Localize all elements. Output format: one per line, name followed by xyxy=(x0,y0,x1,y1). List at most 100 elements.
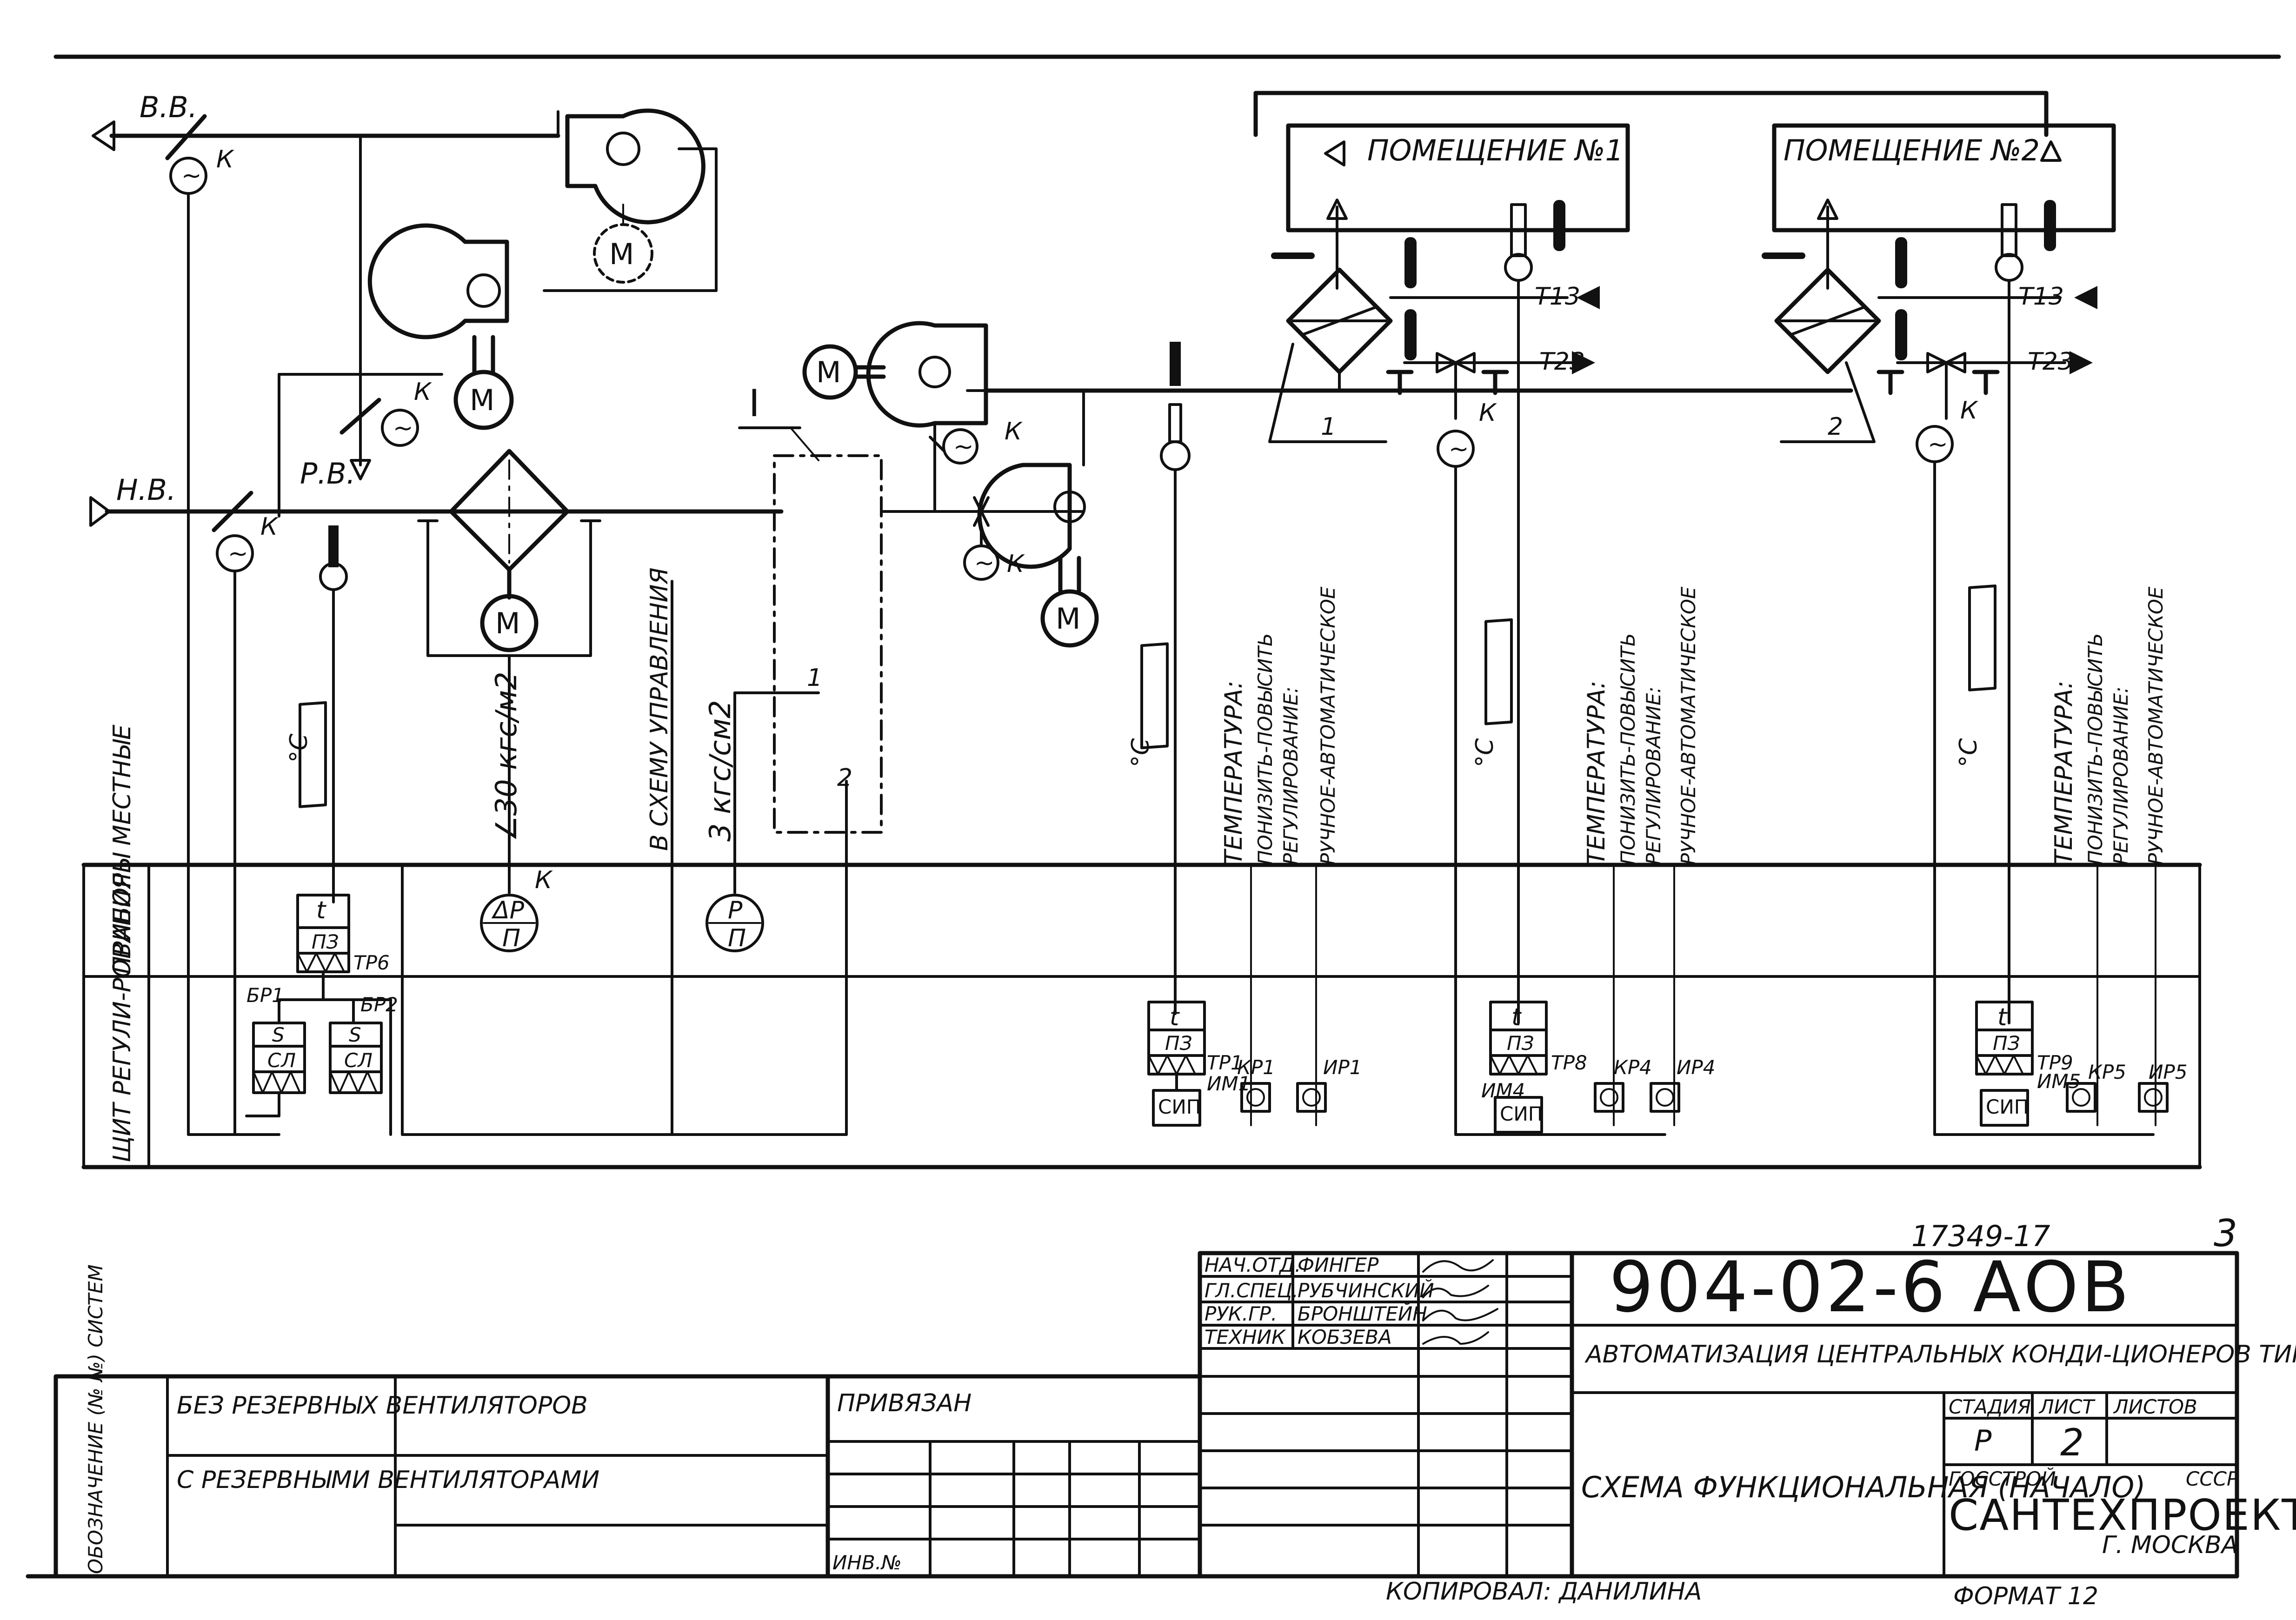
svg-text:БРОНШТЕЙН: БРОНШТЕЙН xyxy=(1298,1302,1427,1325)
svg-text:ПОНИЗИТЬ-ПОВЫСИТЬ: ПОНИЗИТЬ-ПОВЫСИТЬ xyxy=(2084,633,2107,865)
air-inlet-label: Н.В. xyxy=(116,473,176,507)
svg-text:I: I xyxy=(749,382,760,425)
svg-text:ТЕМПЕРАТУРА:: ТЕМПЕРАТУРА: xyxy=(1220,681,1248,865)
project-code: 904-02-6 АОВ xyxy=(1609,1247,2132,1328)
svg-text:ПЗ: ПЗ xyxy=(1993,1032,2020,1055)
svg-text:РЕГУЛИРОВАНИЕ:: РЕГУЛИРОВАНИЕ: xyxy=(1279,687,1302,865)
air-filter-unit: М ∠30 кгс/м2 xyxy=(417,449,601,894)
row-label-local-instruments: ПРИБОРЫ МЕСТНЫЕ xyxy=(108,724,136,974)
svg-text:К: К xyxy=(414,378,432,406)
svg-text:КР5: КР5 xyxy=(2088,1061,2126,1083)
organization: САНТЕХПРОЕКТ xyxy=(1949,1490,2296,1540)
svg-text:ТЕХНИК: ТЕХНИК xyxy=(1205,1326,1286,1348)
panel-set-1: t ПЗ ТР1 ИМ1 СИП КР1 ИР1 xyxy=(1147,1001,1362,1127)
sheet-ref: 17349-17 xyxy=(1911,1219,2050,1253)
svg-text:2: 2 xyxy=(837,764,852,792)
motor-icon xyxy=(480,594,539,652)
title-block: 17349-17 3 НАЧ.ОТД. ФИНГЕР ГЛ.СПЕЦ. РУБЧ… xyxy=(1198,1212,2296,1610)
svg-text:К: К xyxy=(535,866,553,894)
pressure-diff-gauge: ΔP П К xyxy=(480,866,553,952)
svg-text:П: П xyxy=(728,924,746,952)
svg-text:К: К xyxy=(1005,418,1023,445)
motor-icon xyxy=(453,370,514,430)
room-2-box xyxy=(1772,123,2116,232)
svg-text:СИП: СИП xyxy=(1500,1102,1543,1125)
svg-text:Г. МОСКВА: Г. МОСКВА xyxy=(2102,1531,2238,1559)
svg-text:РУЧНОЕ-АВТОМАТИЧЕСКОЕ: РУЧНОЕ-АВТОМАТИЧЕСКОЕ xyxy=(2144,586,2167,865)
svg-text:°C: °C xyxy=(1471,738,1499,767)
svg-text:ГОССТРОЙ: ГОССТРОЙ xyxy=(1949,1467,2056,1490)
svg-text:ГЛ.СПЕЦ.: ГЛ.СПЕЦ. xyxy=(1205,1279,1298,1302)
svg-text:РЕГУЛИРОВАНИЕ:: РЕГУЛИРОВАНИЕ: xyxy=(1642,687,1665,865)
svg-text:ИР4: ИР4 xyxy=(1677,1056,1715,1079)
recirc-label: Р.В. xyxy=(300,457,355,491)
svg-text:НАЧ.ОТД.: НАЧ.ОТД. xyxy=(1205,1254,1301,1276)
motor-icon xyxy=(1040,589,1099,648)
svg-text:ИР5: ИР5 xyxy=(2149,1061,2187,1083)
svg-text:2: 2 xyxy=(1828,413,1843,441)
svg-text:СИП: СИП xyxy=(1986,1095,2029,1118)
svg-text:ЛИСТОВ: ЛИСТОВ xyxy=(2113,1395,2197,1418)
controls-text-group-1: ТЕМПЕРАТУРА: ПОНИЗИТЬ-ПОВЫСИТЬ РЕГУЛИРОВ… xyxy=(1220,586,1339,1126)
svg-text:ТР8: ТР8 xyxy=(1551,1051,1587,1074)
svg-text:ТР6: ТР6 xyxy=(353,951,390,974)
room-2-label: ПОМЕЩЕНИЕ №2 xyxy=(1784,133,2040,167)
svg-text:ПРИВЯЗАН: ПРИВЯЗАН xyxy=(837,1389,972,1417)
svg-text:К: К xyxy=(1479,399,1497,427)
designation-block: ОБОЗНАЧЕНИЕ (№ №) СИСТЕМ БЕЗ РЕЗЕРВНЫХ В… xyxy=(53,1264,830,1579)
svg-text:СИП: СИП xyxy=(1158,1095,1201,1118)
attachment-block: ПРИВЯЗАН ИНВ.№ xyxy=(825,1374,1202,1579)
room-1: ПОМЕЩЕНИЕ №1 Т13 Т23 ~ К 1 xyxy=(1268,123,1630,1136)
svg-text:ПЗ: ПЗ xyxy=(312,930,339,953)
svg-text:КОБЗЕВА: КОБЗЕВА xyxy=(1298,1326,1392,1348)
panel-set-2: t ПЗ ТР8 ИМ4 СИП КР4 ИР4 xyxy=(1454,1001,1715,1136)
t13-label: Т13 xyxy=(1535,283,1580,311)
relay-blocks: БР1 БР2 S СЛ S СЛ xyxy=(187,863,848,1136)
svg-text:ПОНИЗИТЬ-ПОВЫСИТЬ: ПОНИЗИТЬ-ПОВЫСИТЬ xyxy=(1617,633,1639,865)
svg-text:~: ~ xyxy=(953,433,974,461)
supply-fans: М ~ К ~ К М xyxy=(802,321,1192,648)
scheme-title: СХЕМА ФУНКЦИОНАЛЬНАЯ (НАЧАЛО) xyxy=(1581,1470,2145,1504)
svg-text:t: t xyxy=(316,896,326,924)
svg-text:РУЧНОЕ-АВТОМАТИЧЕСКОЕ: РУЧНОЕ-АВТОМАТИЧЕСКОЕ xyxy=(1317,586,1339,865)
tp6-regulator: t ПЗ ТР6 xyxy=(296,894,390,1001)
exhaust-duct: В.В. ~ К xyxy=(92,90,560,1136)
svg-text:t: t xyxy=(1511,1003,1522,1031)
t23-label-2: Т23 xyxy=(2028,348,2073,376)
svg-text:Р: Р xyxy=(728,896,743,924)
svg-text:~: ~ xyxy=(393,414,413,442)
signature-4 xyxy=(1422,1331,1489,1345)
svg-text:Р: Р xyxy=(1974,1424,1992,1458)
project-title: АВТОМАТИЗАЦИЯ ЦЕНТРАЛЬНЫХ КОНДИ-ЦИОНЕРОВ… xyxy=(1584,1341,2296,1368)
svg-text:~: ~ xyxy=(1449,435,1469,463)
pressure-diff-label: ∠30 кгс/м2 xyxy=(489,672,523,842)
svg-text:~: ~ xyxy=(1928,431,1948,458)
svg-text:t: t xyxy=(1170,1003,1180,1031)
svg-text:ТЕМПЕРАТУРА:: ТЕМПЕРАТУРА: xyxy=(2050,681,2078,865)
svg-text:СЛ: СЛ xyxy=(344,1049,373,1072)
signature-3 xyxy=(1422,1308,1498,1321)
room-1-label: ПОМЕЩЕНИЕ №1 xyxy=(1367,133,1624,167)
svg-text:М: М xyxy=(1056,602,1081,636)
row-label-control-panel: ЩИТ РЕГУЛИ-РОВАНИЯ xyxy=(108,873,136,1162)
svg-text:РУЧНОЕ-АВТОМАТИЧЕСКОЕ: РУЧНОЕ-АВТОМАТИЧЕСКОЕ xyxy=(1677,586,1700,865)
supply-duct: Н.В. ~ К °C xyxy=(89,473,784,1136)
svg-text:БР2: БР2 xyxy=(360,993,398,1016)
svg-text:М: М xyxy=(495,606,520,640)
svg-text:ΔP: ΔP xyxy=(491,896,525,924)
svg-text:°C: °C xyxy=(285,733,313,763)
svg-text:РЕГУЛИРОВАНИЕ:: РЕГУЛИРОВАНИЕ: xyxy=(2110,687,2132,865)
supply-temp-sensor: °C xyxy=(1127,342,1191,1015)
exhaust-fan-top: М xyxy=(543,108,718,292)
svg-text:КР1: КР1 xyxy=(1237,1056,1275,1079)
svg-text:БЕЗ РЕЗЕРВНЫХ ВЕНТИЛЯТОРОВ: БЕЗ РЕЗЕРВНЫХ ВЕНТИЛЯТОРОВ xyxy=(177,1392,588,1420)
svg-text:~: ~ xyxy=(181,162,202,190)
svg-text:ПЗ: ПЗ xyxy=(1507,1032,1534,1055)
t13-label-2: Т13 xyxy=(2018,283,2064,311)
controls-text-group-2: ТЕМПЕРАТУРА: ПОНИЗИТЬ-ПОВЫСИТЬ РЕГУЛИРОВ… xyxy=(1583,586,1700,1126)
svg-text:°C: °C xyxy=(1955,738,1983,767)
recirculation-damper: ~ К Р.В. xyxy=(278,373,443,518)
svg-text:ПЗ: ПЗ xyxy=(1165,1032,1192,1055)
format-label: ФОРМАТ 12 xyxy=(1953,1582,2098,1610)
